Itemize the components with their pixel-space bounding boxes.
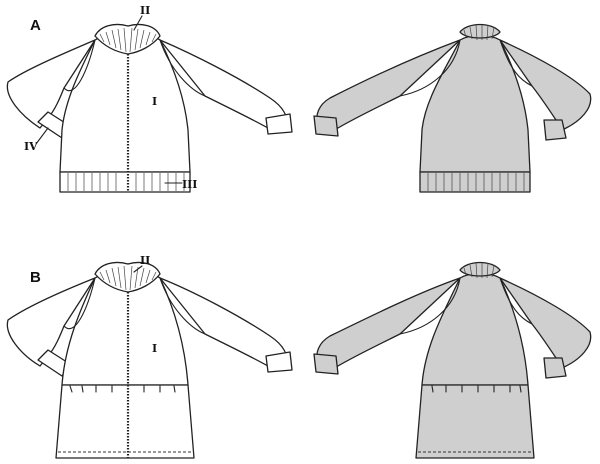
view-b-front-left-sleeve bbox=[6, 277, 96, 367]
view-b-front-peplum bbox=[55, 384, 195, 459]
view-b-back-left-sleeve bbox=[316, 277, 461, 367]
view-a-front-left-sleeve bbox=[6, 39, 96, 129]
view-a-back bbox=[313, 23, 592, 193]
view-a-back-left-sleeve bbox=[316, 39, 461, 129]
view-b-collar-label: II bbox=[140, 254, 150, 267]
view-b-back-right-cuff bbox=[543, 357, 567, 379]
view-a-label: A bbox=[30, 17, 41, 34]
view-a-cuff-label: IV bbox=[24, 140, 38, 153]
view-b-back-left-cuff bbox=[313, 353, 339, 375]
view-b-front-right-sleeve bbox=[159, 277, 288, 367]
view-b-body-label: I bbox=[152, 342, 157, 355]
view-a-back-waistband bbox=[419, 171, 531, 193]
view-b-label: B bbox=[30, 269, 41, 286]
view-b-back bbox=[313, 261, 592, 459]
view-a-waistband-label: III bbox=[182, 178, 197, 191]
view-b-back-right-sleeve bbox=[499, 277, 592, 369]
view-b-back-peplum bbox=[415, 384, 535, 459]
view-a-collar-label: II bbox=[140, 4, 150, 17]
view-a-back-right-sleeve bbox=[499, 39, 592, 131]
view-a-body-label: I bbox=[152, 95, 157, 108]
view-a-front: A II I III IV bbox=[6, 4, 293, 193]
view-b-front-right-cuff bbox=[265, 351, 293, 373]
view-a-back-right-cuff bbox=[543, 119, 567, 141]
view-a-front-waistband bbox=[59, 171, 191, 193]
view-a-front-right-sleeve bbox=[159, 39, 288, 129]
view-a-back-left-cuff bbox=[313, 115, 339, 137]
view-a-front-right-cuff bbox=[265, 113, 293, 135]
view-b-front: B II I bbox=[6, 254, 293, 459]
